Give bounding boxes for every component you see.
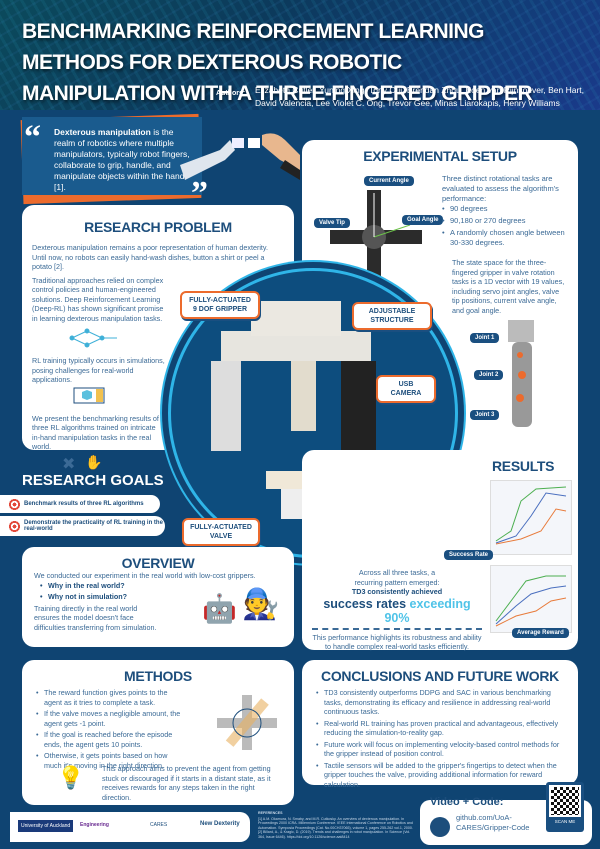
target-icon <box>8 497 21 511</box>
current-angle-label: Current Angle <box>364 176 414 186</box>
github-link[interactable]: github.com/UoA-CARES/Gripper-Code <box>456 813 530 832</box>
overview-title: OVERVIEW <box>121 555 195 571</box>
success-rate-chart <box>490 480 572 555</box>
conclusions-title: CONCLUSIONS AND FUTURE WORK <box>321 668 559 684</box>
cares-logo: CARES <box>150 822 168 828</box>
goal-item: Demonstrate the practicality of RL train… <box>0 516 165 536</box>
poster-title: BENCHMARKING REINFORCEMENT LEARNING METH… <box>22 20 533 105</box>
methods-card: METHODS The reward function gives points… <box>22 660 294 805</box>
average-reward-label: Average Reward <box>512 628 569 638</box>
joint-3-label: Joint 3 <box>470 410 500 420</box>
engineering-logo: Engineering <box>80 822 109 828</box>
finger-joint-diagram <box>508 320 534 427</box>
conclusions-card: CONCLUSIONS AND FUTURE WORK TD3 consiste… <box>302 660 578 789</box>
reward-angle-diagram <box>217 695 277 750</box>
structure-label: ADJUSTABLE STRUCTURE <box>352 302 432 330</box>
partner-logos: University of Auckland Engineering CARES… <box>10 812 250 842</box>
header-banner: BENCHMARKING REINFORCEMENT LEARNING METH… <box>0 0 600 110</box>
average-reward-chart <box>490 565 572 633</box>
simulation-monitor-icon <box>73 387 105 403</box>
camera-label: USB CAMERA <box>376 375 436 403</box>
methods-title: METHODS <box>124 668 192 684</box>
robot-assistant-icon: 🤖 <box>202 593 237 624</box>
target-icon <box>8 519 21 533</box>
overview-card: OVERVIEW We conducted our experiment in … <box>22 547 294 647</box>
references: REFERENCES [1] A.M. Okamura, N. Smaby, a… <box>258 811 413 839</box>
robot-hand-icon: ✋ <box>85 453 103 470</box>
video-code-box: Video + Code: github.com/UoA-CARES/Gripp… <box>420 782 592 845</box>
close-quote-icon: ” <box>191 175 208 212</box>
authors-list: Elizabeth Cutler, Yuning Xing, Tony Cui,… <box>255 85 585 108</box>
joint-2-label: Joint 2 <box>474 370 504 380</box>
results-card: RESULTS Success Rate Average Reward Acro… <box>302 450 578 651</box>
qr-code[interactable]: SCAN ME <box>546 782 584 832</box>
valve-label: FULLY-ACTUATED VALVE <box>182 518 260 546</box>
lightbulb-icon: 💡 <box>57 765 85 790</box>
engineer-icon: 🧑‍🔧 <box>242 588 280 621</box>
gripper-label: FULLY-ACTUATED 9 DOF GRIPPER <box>180 291 260 319</box>
experimental-setup-title: EXPERIMENTAL SETUP <box>363 148 517 164</box>
goal-item: Benchmark results of three RL algorithms <box>0 495 160 513</box>
new-dexterity-logo: New Dexterity <box>200 821 240 827</box>
valve-tip-label: Valve Tip <box>314 218 350 228</box>
success-rate-label: Success Rate <box>444 550 494 560</box>
authors-label: Authors: <box>216 90 246 97</box>
divider <box>312 627 482 630</box>
goal-angle-label: Goal Angle <box>402 215 444 225</box>
results-title: RESULTS <box>492 458 555 474</box>
github-icon <box>430 817 450 837</box>
valve-icon: ✖ <box>62 455 76 473</box>
open-quote-icon: “ <box>24 119 41 156</box>
robot-hand-puzzle-icon <box>180 133 300 180</box>
university-logo: University of Auckland <box>18 820 74 832</box>
valve-diagram <box>330 190 422 280</box>
research-goals-title: RESEARCH GOALS <box>22 472 164 489</box>
neural-network-icon <box>69 328 117 348</box>
joint-1-label: Joint 1 <box>470 333 500 343</box>
research-problem-title: RESEARCH PROBLEM <box>84 219 232 235</box>
definition-quote: “ Dexterous manipulation is the realm of… <box>10 112 210 211</box>
